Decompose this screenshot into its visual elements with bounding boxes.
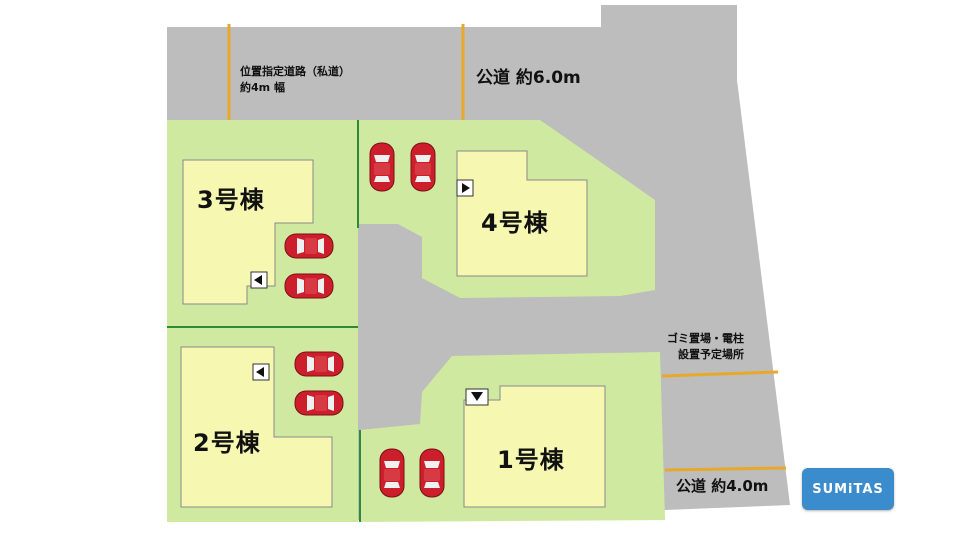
- road-width-marker: [664, 466, 787, 472]
- public-road-south-label: 公道 約4.0m: [676, 477, 769, 495]
- garbage-point-label: ゴミ置場・電柱 設置予定場所: [667, 331, 744, 363]
- private-road-label-line2: 約4m 幅: [240, 81, 285, 94]
- public-road-north-label: 公道 約6.0m: [476, 68, 581, 88]
- building-2: [180, 346, 333, 508]
- building-4-label: 4号棟: [481, 209, 549, 237]
- car-icon: [294, 351, 344, 377]
- car-icon: [410, 142, 436, 192]
- private-road-label: 位置指定道路（私道） 約4m 幅: [240, 64, 350, 96]
- car-icon: [369, 142, 395, 192]
- logo-text: SUMiTAS: [812, 481, 884, 497]
- garbage-point-label-line2: 設置予定場所: [678, 348, 744, 361]
- entrance-arrow-icon: [456, 179, 474, 197]
- building-1-label: 1号棟: [497, 446, 565, 474]
- garbage-point-label-line1: ゴミ置場・電柱: [667, 332, 744, 345]
- car-icon: [419, 448, 445, 498]
- building-3: [182, 159, 314, 305]
- car-icon: [284, 273, 334, 299]
- building-1: [463, 385, 606, 508]
- entrance-arrow-icon: [250, 271, 268, 289]
- car-icon: [379, 448, 405, 498]
- private-road-label-line1: 位置指定道路（私道）: [240, 65, 350, 78]
- car-icon: [294, 390, 344, 416]
- car-icon: [284, 233, 334, 259]
- building-2-label: 2号棟: [193, 429, 261, 457]
- road-width-marker: [661, 370, 779, 378]
- entrance-arrow-icon: [252, 363, 270, 381]
- building-4: [456, 150, 588, 277]
- sumitas-logo: SUMiTAS: [802, 468, 894, 510]
- building-3-label: 3号棟: [197, 186, 265, 214]
- entrance-arrow-icon: [465, 388, 489, 406]
